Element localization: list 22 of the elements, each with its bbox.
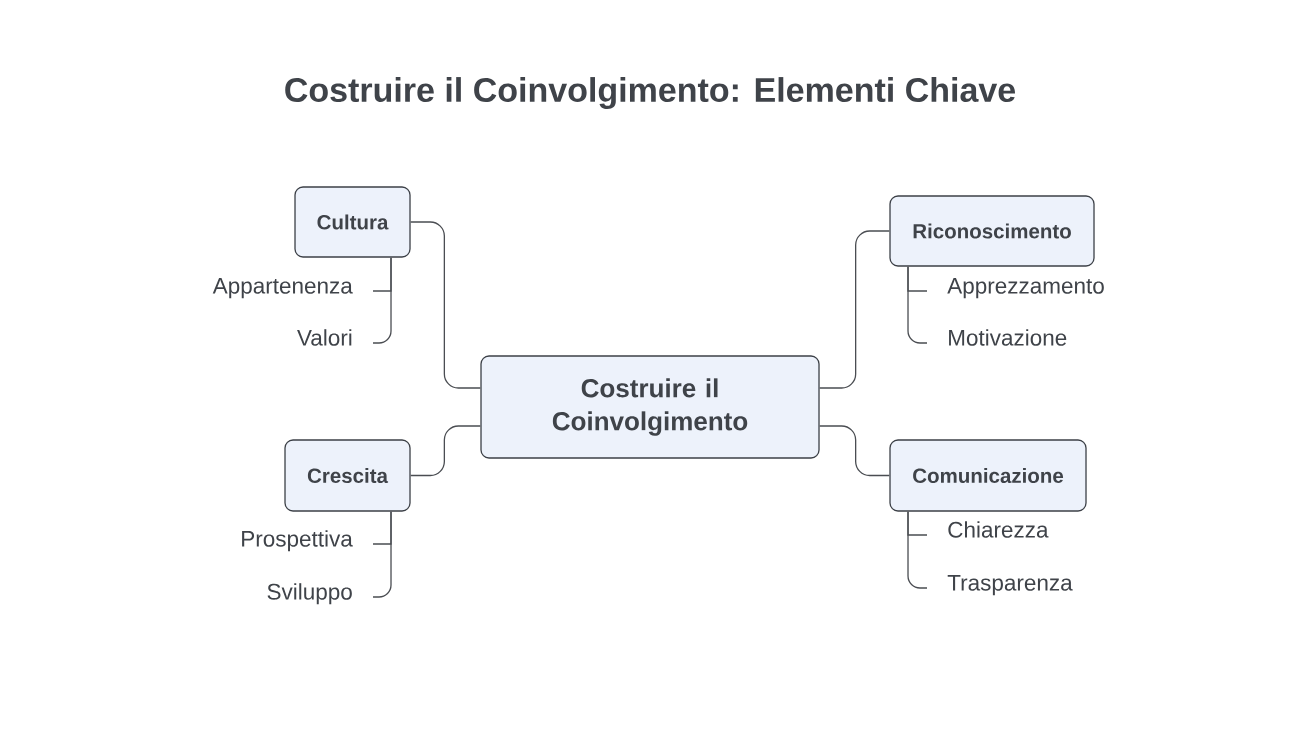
- topic-box: Cultura: [294, 186, 411, 258]
- topic-box: Comunicazione: [889, 439, 1087, 512]
- connector: [372, 511, 392, 598]
- connector: [907, 266, 928, 344]
- subtopic-label: Apprezzamento: [947, 278, 1104, 299]
- subtopic-label: Appartenenza: [212, 278, 353, 299]
- topic-box: Riconoscimento: [889, 195, 1095, 267]
- connector: [819, 230, 890, 389]
- subtopic-label: Motivazione: [949, 329, 1067, 346]
- subtopic-label: Trasparenza: [947, 575, 1073, 596]
- title: Costruire il Coinvolgimento: Elementi Chiave: [285, 77, 1015, 109]
- connector: [372, 257, 392, 344]
- subtopic-label: Valori: [297, 329, 352, 346]
- connector: [410, 221, 481, 389]
- subtopic-label: Sviluppo: [267, 583, 352, 605]
- connector: [819, 425, 890, 477]
- topic-box: Crescita: [284, 439, 411, 512]
- connector: [907, 511, 928, 589]
- central-topic-box: Costruire il Coinvolgimento: [480, 355, 820, 459]
- connector: [410, 425, 481, 477]
- subtopic-label: Prospettiva: [242, 530, 353, 552]
- subtopic-label: Chiarezza: [948, 521, 1049, 538]
